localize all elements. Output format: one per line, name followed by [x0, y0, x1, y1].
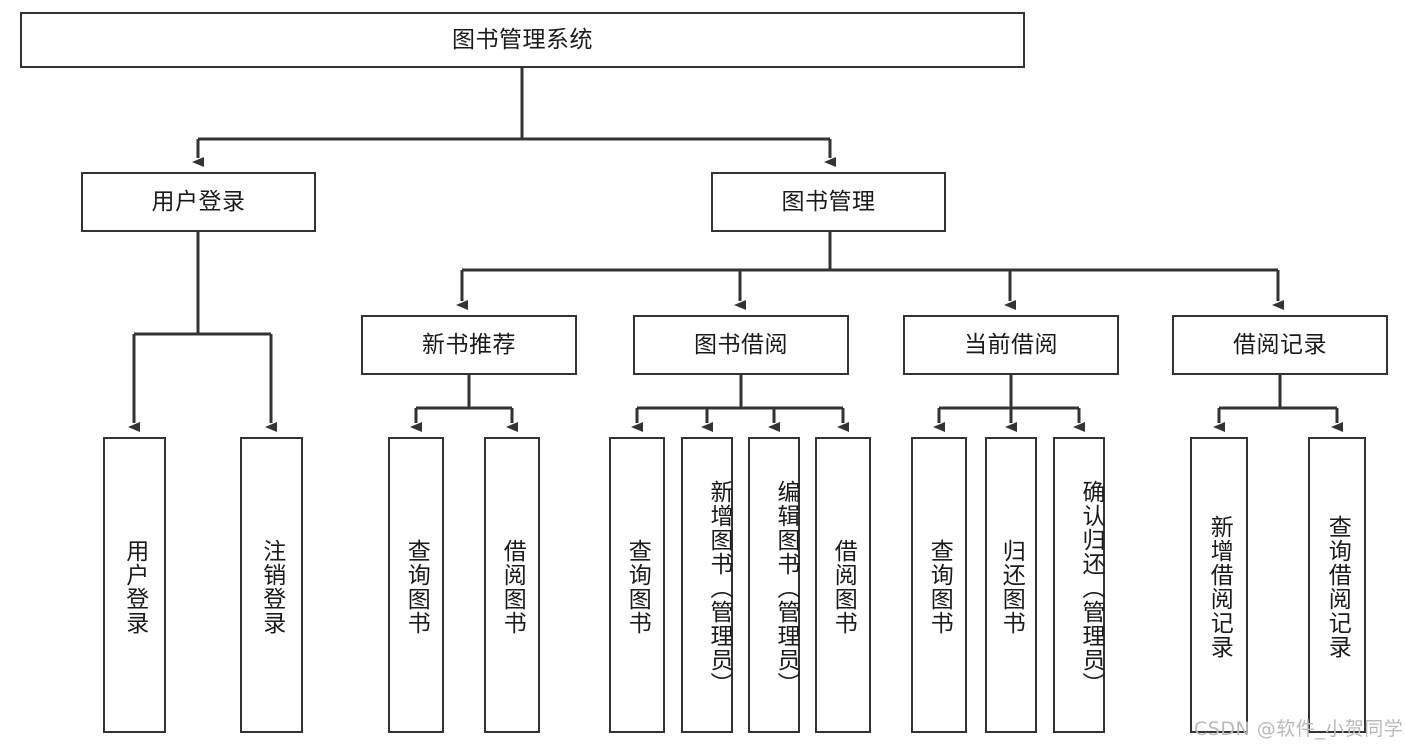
leaf-edit-book-admin-label: 编辑图书（管理员） — [773, 480, 799, 696]
node-book-borrow[interactable]: 图书借阅 — [633, 315, 849, 375]
leaf-query-book-current-label: 查询图书 — [926, 539, 953, 635]
node-book-management[interactable]: 图书管理 — [711, 172, 946, 232]
leaf-add-book-admin[interactable]: 新增图书（管理员） — [681, 437, 733, 733]
leaf-add-borrow-record-label: 新增借阅记录 — [1206, 515, 1233, 659]
leaf-confirm-return-admin[interactable]: 确认归还（管理员） — [1053, 437, 1105, 733]
leaf-add-book-admin-label: 新增图书（管理员） — [706, 480, 732, 696]
node-borrow-record-label: 借阅记录 — [1233, 331, 1327, 358]
leaf-query-book-recommend[interactable]: 查询图书 — [388, 437, 444, 733]
node-current-borrow-label: 当前借阅 — [964, 331, 1058, 358]
node-user-login-label: 用户登录 — [151, 188, 246, 215]
leaf-query-book-borrow-label: 查询图书 — [624, 539, 651, 635]
leaf-confirm-return-admin-label: 确认归还（管理员） — [1078, 480, 1104, 696]
leaf-borrow-book-recommend-label: 借阅图书 — [499, 539, 526, 635]
node-current-borrow[interactable]: 当前借阅 — [903, 315, 1119, 375]
node-user-login[interactable]: 用户登录 — [81, 172, 316, 232]
leaf-query-borrow-record-label: 查询借阅记录 — [1324, 515, 1351, 659]
watermark-text: CSDN @软件_小贺同学 — [1194, 718, 1404, 740]
leaf-return-book[interactable]: 归还图书 — [985, 437, 1037, 733]
leaf-add-borrow-record[interactable]: 新增借阅记录 — [1190, 437, 1248, 733]
leaf-query-book-recommend-label: 查询图书 — [403, 539, 430, 635]
node-book-management-label: 图书管理 — [781, 188, 876, 215]
leaf-borrow-book[interactable]: 借阅图书 — [815, 437, 871, 733]
leaf-query-book-borrow[interactable]: 查询图书 — [609, 437, 665, 733]
leaf-user-logout-label: 注销登录 — [258, 539, 285, 635]
leaf-borrow-book-label: 借阅图书 — [830, 539, 857, 635]
leaf-query-borrow-record[interactable]: 查询借阅记录 — [1308, 437, 1366, 733]
leaf-query-book-current[interactable]: 查询图书 — [911, 437, 967, 733]
leaf-borrow-book-recommend[interactable]: 借阅图书 — [484, 437, 540, 733]
node-borrow-record[interactable]: 借阅记录 — [1172, 315, 1388, 375]
leaf-user-logout[interactable]: 注销登录 — [240, 437, 303, 733]
node-book-borrow-label: 图书借阅 — [694, 331, 788, 358]
leaf-user-login[interactable]: 用户登录 — [103, 437, 166, 733]
leaf-user-login-label: 用户登录 — [121, 539, 148, 635]
leaf-return-book-label: 归还图书 — [998, 539, 1025, 635]
leaf-edit-book-admin[interactable]: 编辑图书（管理员） — [748, 437, 800, 733]
node-new-book-recommend[interactable]: 新书推荐 — [361, 315, 577, 375]
node-new-book-recommend-label: 新书推荐 — [422, 331, 516, 358]
node-root-label: 图书管理系统 — [452, 26, 593, 53]
node-root[interactable]: 图书管理系统 — [20, 12, 1025, 68]
